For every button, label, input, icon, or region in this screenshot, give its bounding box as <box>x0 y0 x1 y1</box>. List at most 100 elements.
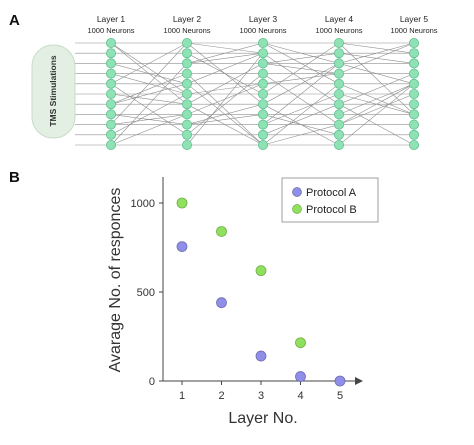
y-tick-label: 1000 <box>131 198 155 210</box>
layer-title: Layer 2 <box>173 14 202 24</box>
neuron-node <box>257 78 268 89</box>
neuron-node <box>257 58 268 69</box>
y-tick-label: 0 <box>149 376 155 388</box>
neuron-node <box>257 109 268 120</box>
neuron-node <box>106 38 117 49</box>
neuron-connection <box>110 83 188 105</box>
neuron-node <box>106 68 117 79</box>
x-tick-label: 4 <box>297 390 303 402</box>
neuron-node <box>333 89 344 100</box>
neuron-connection <box>186 52 264 85</box>
y-tick-label: 500 <box>137 287 155 299</box>
neuron-connection <box>186 73 264 146</box>
neuron-node <box>106 139 117 150</box>
legend-marker-protocol-a <box>292 187 302 197</box>
legend-label-protocol-b: Protocol B <box>306 204 357 216</box>
neuron-connection <box>338 93 415 125</box>
neuron-connection <box>338 42 415 74</box>
neuron-node <box>408 139 419 150</box>
neuron-node <box>106 109 117 120</box>
neuron-node <box>181 129 192 140</box>
neuron-node <box>257 48 268 59</box>
neuron-node <box>181 58 192 69</box>
neuron-node <box>106 48 117 59</box>
neuron-node <box>333 129 344 140</box>
neuron-node <box>181 68 192 79</box>
legend-box <box>281 177 379 223</box>
layer-header-2: Layer 2 1000 Neurons <box>163 14 210 35</box>
protocol-a-point <box>295 371 306 382</box>
layer-header-1: Layer 1 1000 Neurons <box>87 14 134 35</box>
neuron-connection <box>262 73 340 85</box>
neuron-node <box>333 119 344 130</box>
x-tick-label: 1 <box>179 390 185 402</box>
neuron-node <box>408 58 419 69</box>
neuron-connection <box>186 73 264 136</box>
neuron-node <box>333 58 344 69</box>
panel-a-letter: A <box>9 12 20 29</box>
neuron-connection <box>110 93 188 136</box>
legend: Protocol A Protocol B <box>281 177 379 223</box>
neuron-connection <box>338 42 415 54</box>
neuron-connection <box>186 53 264 146</box>
neuron-connection <box>110 73 188 105</box>
neuron-connection <box>338 83 415 125</box>
panel-b-letter: B <box>9 169 20 186</box>
neuron-node <box>257 129 268 140</box>
neuron-node <box>408 119 419 130</box>
neuron-connection <box>262 103 340 136</box>
x-tick-label: 3 <box>258 390 264 402</box>
neuron-connection <box>110 42 188 95</box>
neuron-connection <box>338 73 415 105</box>
layer-neuron-count: 1000 Neurons <box>239 26 286 35</box>
neuron-connection <box>110 63 188 146</box>
neuron-connection <box>338 83 415 146</box>
layer-neuron-count: 1000 Neurons <box>390 26 437 35</box>
layer-title: Layer 5 <box>400 14 429 24</box>
neuron-connection <box>262 73 340 125</box>
neuron-node <box>181 109 192 120</box>
tms-stimulation-box: TMS Stimulations <box>31 44 76 139</box>
neuron-connection <box>110 42 188 125</box>
neuron-node <box>181 78 192 89</box>
y-axis-ticks: 0 500 1000 <box>131 198 163 388</box>
tms-stimulation-label: TMS Stimulations <box>48 55 58 127</box>
neuron-node <box>106 99 117 110</box>
neuron-node <box>333 109 344 120</box>
legend-label-protocol-a: Protocol A <box>306 187 357 199</box>
tms-stimulation-capsule <box>31 44 76 139</box>
neuron-connection <box>262 52 340 64</box>
y-axis-title: Avarage No. of responces <box>107 188 124 373</box>
neuron-node <box>106 119 117 130</box>
data-points <box>176 197 346 387</box>
protocol-a-point <box>255 350 267 362</box>
neuron-connection <box>186 114 264 125</box>
protocol-b-point <box>295 337 306 349</box>
neuron-connection <box>186 63 264 105</box>
neuron-connection <box>262 93 340 125</box>
neuron-node <box>181 48 192 59</box>
neuron-connection <box>338 83 415 115</box>
protocol-a-point <box>216 297 227 309</box>
protocol-b-point <box>216 226 227 237</box>
layer-header-5: Layer 5 1000 Neurons <box>390 14 437 35</box>
neuron-node <box>181 38 192 49</box>
layer-header-4: Layer 4 1000 Neurons <box>315 14 362 35</box>
neuron-node <box>257 119 268 130</box>
neuron-node <box>333 139 344 150</box>
neuron-node <box>408 48 419 59</box>
neuron-connection <box>338 42 415 64</box>
neuron-node <box>408 129 419 140</box>
neuron-connection <box>110 42 188 85</box>
neuron-connection <box>338 42 415 115</box>
layer-header-3: Layer 3 1000 Neurons <box>239 14 286 35</box>
neuron-node <box>106 129 117 140</box>
neuron-connection <box>186 42 264 64</box>
layer-title: Layer 1 <box>97 14 126 24</box>
neuron-node <box>257 139 268 150</box>
network-connections <box>75 42 415 146</box>
neuron-node <box>408 89 419 100</box>
neuron-node <box>181 139 192 150</box>
